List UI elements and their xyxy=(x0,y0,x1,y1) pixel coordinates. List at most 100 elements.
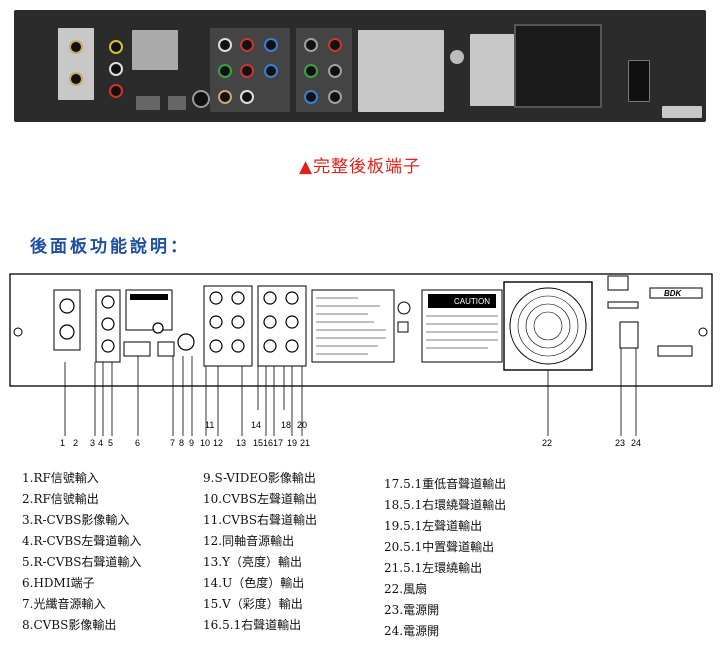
av-output-block xyxy=(203,285,253,367)
callout-number: 4 xyxy=(98,438,104,448)
jack xyxy=(209,315,223,329)
jack xyxy=(209,291,223,305)
legend-item: 1.RF信號輸入 xyxy=(22,471,99,485)
callout-number: 11 xyxy=(205,420,215,430)
svideo-port xyxy=(192,90,210,108)
jack xyxy=(231,291,245,305)
warning-label xyxy=(125,289,173,331)
cert-mark xyxy=(397,301,411,315)
legend-item: 2.RF信號輸出 xyxy=(22,492,99,506)
svideo-port xyxy=(177,333,195,351)
rf-block xyxy=(53,289,81,351)
cert-square xyxy=(397,321,409,333)
callout-number: 5 xyxy=(108,438,114,448)
legend-item: 7.光纖音源輸入 xyxy=(22,597,106,611)
legend-item: 23.電源開 xyxy=(384,603,440,617)
section-title: 後面板功能說明： xyxy=(30,237,190,257)
rear-panel-photo xyxy=(14,10,706,122)
fan-ring xyxy=(509,287,587,365)
jack xyxy=(328,38,342,52)
callout-number: 12 xyxy=(213,438,224,448)
legend-item: 6.HDMI端子 xyxy=(22,576,95,590)
r-cvbs-video-jack xyxy=(101,295,115,309)
mount-hole-left xyxy=(13,327,23,337)
r-cvbs-left-jack xyxy=(101,317,115,331)
r-cvbs-block xyxy=(95,289,121,363)
spec-label xyxy=(358,30,444,112)
brand-plate xyxy=(649,287,703,299)
legend-item: 15.V（彩度）輸出 xyxy=(203,597,303,611)
caution-text: CAUTION xyxy=(454,297,490,306)
callout-number: 1 xyxy=(60,438,66,448)
legend-item: 19.5.1左聲道輸出 xyxy=(384,519,483,533)
legend-item: 21.5.1左環繞輸出 xyxy=(384,561,483,575)
brand-logo: BDK xyxy=(664,289,683,298)
cvbs-video-out-jack xyxy=(152,322,164,334)
leader-lines xyxy=(64,348,637,390)
leader-lines-lower xyxy=(64,390,637,436)
callout-number: 8 xyxy=(179,438,185,448)
hdmi-port xyxy=(136,96,160,110)
jack xyxy=(263,339,277,353)
callout-number: 2 xyxy=(73,438,79,448)
callout-number: 6 xyxy=(135,438,141,448)
jack xyxy=(285,315,299,329)
rf-plate xyxy=(58,28,94,100)
callout-number: 22 xyxy=(542,438,553,448)
legend-item: 14.U（色度）輸出 xyxy=(203,576,305,590)
fan-grille xyxy=(514,24,602,108)
legend-item: 4.R-CVBS左聲道輸入 xyxy=(22,534,142,548)
rating-label xyxy=(607,301,639,309)
callout-number: 13 xyxy=(236,438,247,448)
rear-panel-diagram: CAUTION BDK xyxy=(9,273,713,390)
r-cvbs-video-jack xyxy=(109,40,123,54)
jack xyxy=(264,64,278,78)
spec-label-lines xyxy=(316,297,386,355)
callout-number: 18 xyxy=(281,420,292,430)
jack xyxy=(231,315,245,329)
jack xyxy=(240,64,254,78)
power-switch xyxy=(628,60,650,102)
rf-in-jack xyxy=(69,40,83,54)
rf-out-jack xyxy=(59,324,75,340)
power-switch xyxy=(619,321,639,349)
serial-label xyxy=(662,106,702,118)
r-cvbs-right-jack xyxy=(101,339,115,353)
jack xyxy=(264,38,278,52)
callout-number: 9 xyxy=(189,438,195,448)
optical-port xyxy=(168,96,186,110)
jack xyxy=(231,339,245,353)
callout-number: 17 xyxy=(273,438,284,448)
surround-output-block xyxy=(257,285,307,367)
callout-number: 3 xyxy=(90,438,96,448)
legend-item: 3.R-CVBS影像輸入 xyxy=(22,513,130,527)
callout-number: 21 xyxy=(300,438,311,448)
jack xyxy=(263,291,277,305)
warning-label-bar xyxy=(130,294,168,300)
jack xyxy=(218,38,232,52)
mount-hole-right xyxy=(698,327,708,337)
cert-mark xyxy=(450,50,464,64)
legend-item: 24.電源開 xyxy=(384,624,440,638)
caution-text-lines xyxy=(426,315,498,349)
callout-number: 10 xyxy=(200,438,211,448)
hdmi-port xyxy=(123,341,151,357)
spec-label xyxy=(311,289,395,363)
legend-item: 18.5.1右環繞聲道輸出 xyxy=(384,498,507,512)
legend-item: 13.Y（亮度）輸出 xyxy=(203,555,303,569)
power-cord-box xyxy=(607,275,629,291)
caution-label xyxy=(421,289,503,363)
jack xyxy=(240,38,254,52)
jack xyxy=(218,64,232,78)
callout-number: 24 xyxy=(631,438,642,448)
legend-item: 9.S-VIDEO影像輸出 xyxy=(203,471,316,485)
rf-in-jack xyxy=(59,298,75,314)
jack xyxy=(328,90,342,104)
callout-number: 7 xyxy=(170,438,176,448)
legend-item: 5.R-CVBS右聲道輸入 xyxy=(22,555,142,569)
legend-item: 10.CVBS左聲道輸出 xyxy=(203,492,317,506)
legend-item: 8.CVBS影像輸出 xyxy=(22,618,117,632)
callout-number: 16 xyxy=(263,438,274,448)
r-cvbs-right-jack xyxy=(109,84,123,98)
legend-item: 17.5.1重低音聲道輸出 xyxy=(384,477,507,491)
